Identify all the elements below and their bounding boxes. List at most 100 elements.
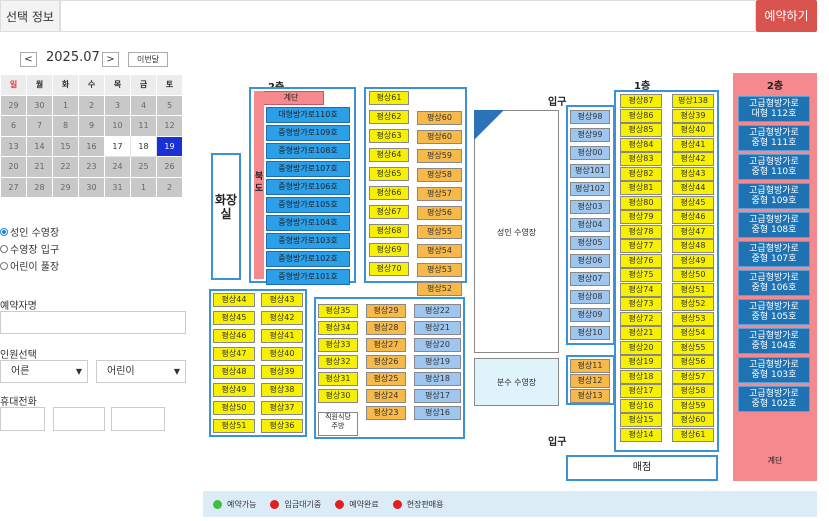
seat[interactable]: 평상40	[672, 123, 714, 137]
seat[interactable]: 평상27	[366, 338, 406, 352]
calendar-day[interactable]: 23	[78, 156, 105, 178]
seat[interactable]: 평상53	[672, 311, 714, 326]
seat[interactable]: 평상18	[620, 369, 662, 384]
seat[interactable]: 평상85	[620, 123, 662, 137]
seat[interactable]: 평상20	[414, 338, 461, 352]
seat[interactable]: 평상42	[261, 311, 303, 325]
calendar-day[interactable]: 20	[0, 156, 27, 178]
seat[interactable]: 평상16	[414, 406, 461, 420]
seat[interactable]: 평상82	[620, 166, 662, 181]
seat[interactable]: 평상19	[620, 355, 662, 369]
phone-field-1[interactable]	[0, 407, 45, 431]
seat[interactable]: 평상58	[672, 384, 714, 398]
seat[interactable]: 평상39	[261, 365, 303, 379]
radio-icon[interactable]	[0, 244, 8, 253]
venue-option-2[interactable]: 어린이 풀장	[0, 258, 59, 273]
seat[interactable]: 평상06	[570, 254, 610, 268]
room[interactable]: 중형방가로103호	[266, 233, 350, 249]
seat[interactable]: 평상44	[213, 293, 255, 307]
calendar-day[interactable]: 1	[52, 94, 79, 116]
calendar-day[interactable]: 18	[130, 135, 157, 157]
seat[interactable]: 평상61	[672, 427, 714, 442]
calendar-day[interactable]: 21	[26, 156, 53, 178]
seat[interactable]: 평상04	[570, 218, 610, 232]
seat[interactable]: 평상48	[672, 239, 714, 253]
this-month-button[interactable]: 이번달	[128, 52, 168, 67]
seat[interactable]: 평상22	[414, 304, 461, 318]
calendar-day[interactable]: 22	[52, 156, 79, 178]
premium-room[interactable]: 고급형방가로 중형 108호	[738, 212, 810, 238]
seat[interactable]: 평상81	[620, 181, 662, 195]
room[interactable]: 대형방가로110호	[266, 107, 350, 123]
calendar-day[interactable]: 2	[78, 94, 105, 116]
seat[interactable]: 평상23	[366, 406, 406, 420]
seat[interactable]: 평상44	[672, 181, 714, 195]
premium-room[interactable]: 고급형방가로 중형 102호	[738, 386, 810, 412]
seat[interactable]: 평상07	[570, 272, 610, 286]
seat[interactable]: 평상79	[620, 210, 662, 224]
seat[interactable]: 평상29	[366, 304, 406, 318]
seat[interactable]: 평상54	[417, 244, 462, 258]
seat[interactable]: 평상99	[570, 128, 610, 142]
calendar-day[interactable]: 31	[104, 176, 131, 198]
seat[interactable]: 평상31	[318, 372, 358, 386]
seat[interactable]: 평상03	[570, 200, 610, 214]
radio-icon[interactable]	[0, 261, 8, 270]
seat[interactable]: 평상39	[672, 108, 714, 123]
calendar-day[interactable]: 12	[156, 115, 183, 137]
seat[interactable]: 평상17	[414, 389, 461, 403]
seat[interactable]: 평상84	[620, 137, 662, 152]
premium-room[interactable]: 고급형방가로 중형 110호	[738, 154, 810, 180]
name-input[interactable]	[0, 311, 186, 334]
seat[interactable]: 평상87	[620, 94, 662, 108]
seat[interactable]: 평상56	[672, 355, 714, 369]
seat[interactable]: 평상49	[213, 383, 255, 397]
seat[interactable]: 평상37	[261, 401, 303, 415]
room[interactable]: 중형방가로106호	[266, 179, 350, 195]
premium-room[interactable]: 고급형방가로 중형 104호	[738, 328, 810, 354]
seat[interactable]: 평상67	[369, 205, 409, 219]
next-month-button[interactable]: >	[102, 52, 119, 67]
premium-room[interactable]: 고급형방가로 대형 112호	[738, 96, 810, 122]
room[interactable]: 중형방가로104호	[266, 215, 350, 231]
seat[interactable]: 평상58	[417, 168, 462, 182]
seat[interactable]: 평상66	[369, 186, 409, 200]
calendar-day[interactable]: 27	[0, 176, 27, 198]
seat[interactable]: 평상45	[672, 195, 714, 210]
seat[interactable]: 평상17	[620, 384, 662, 398]
seat[interactable]: 평상41	[261, 329, 303, 343]
calendar-day[interactable]: 8	[52, 115, 79, 137]
seat[interactable]: 평상13	[570, 389, 610, 403]
seat[interactable]: 평상47	[213, 347, 255, 361]
phone-field-2[interactable]	[53, 407, 105, 431]
seat[interactable]: 평상35	[318, 304, 358, 318]
seat[interactable]: 평상49	[672, 253, 714, 268]
seat[interactable]: 평상57	[672, 369, 714, 384]
seat[interactable]: 평상55	[672, 340, 714, 355]
calendar-day[interactable]: 3	[104, 94, 131, 116]
seat[interactable]: 평상73	[620, 297, 662, 311]
seat[interactable]: 평상51	[213, 419, 255, 433]
seat[interactable]: 평상43	[672, 166, 714, 181]
seat[interactable]: 평상74	[620, 282, 662, 297]
seat[interactable]: 평상70	[369, 262, 409, 276]
adult-select[interactable]: 어른▼	[0, 360, 88, 383]
calendar-day[interactable]: 14	[26, 135, 53, 157]
seat[interactable]: 평상60	[417, 111, 462, 125]
seat[interactable]: 평상69	[369, 243, 409, 257]
seat[interactable]: 평상76	[620, 253, 662, 268]
premium-room[interactable]: 고급형방가로 중형 109호	[738, 183, 810, 209]
room[interactable]: 중형방가로101호	[266, 269, 350, 285]
seat[interactable]: 평상62	[369, 110, 409, 124]
calendar-day[interactable]: 17	[104, 135, 131, 157]
venue-option-1[interactable]: 수영장 입구	[0, 241, 59, 256]
seat[interactable]: 평상75	[620, 268, 662, 282]
room[interactable]: 중형방가로108호	[266, 143, 350, 159]
calendar-day[interactable]: 29	[0, 94, 27, 116]
phone-field-3[interactable]	[111, 407, 165, 431]
calendar-day[interactable]: 19	[156, 135, 183, 157]
calendar-day[interactable]: 4	[130, 94, 157, 116]
seat[interactable]: 평상34	[318, 321, 358, 335]
premium-room[interactable]: 고급형방가로 중형 106호	[738, 270, 810, 296]
seat[interactable]: 평상16	[620, 398, 662, 413]
